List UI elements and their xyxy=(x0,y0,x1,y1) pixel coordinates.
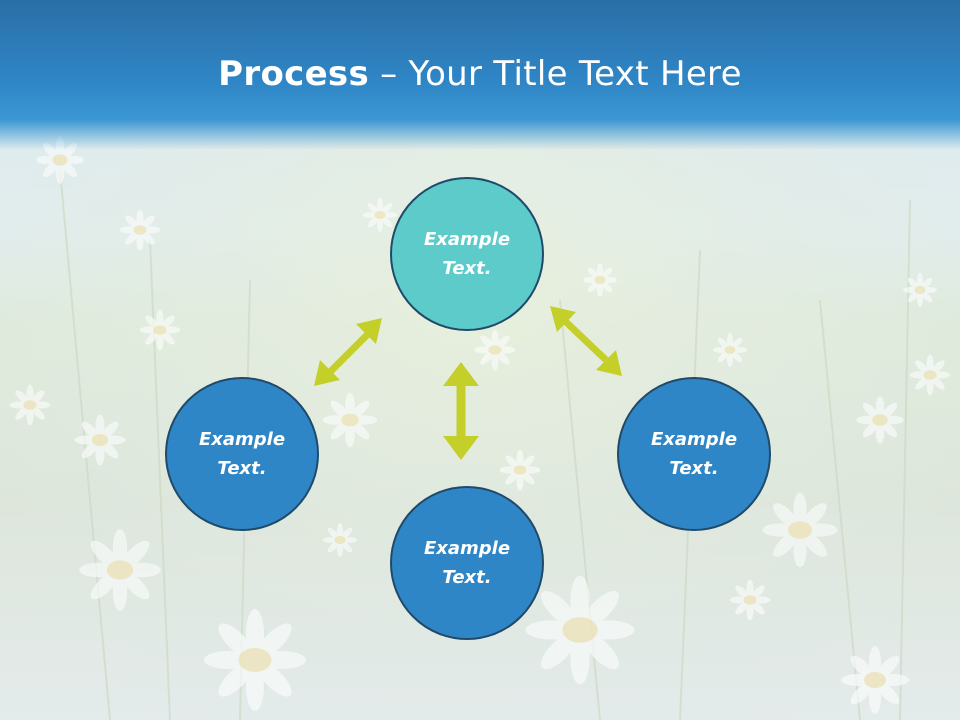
title-bar xyxy=(0,0,960,150)
node-label-top: Example Text. xyxy=(423,229,511,279)
node-label-right: Example Text. xyxy=(650,429,738,479)
process-node-left[interactable]: Example Text. xyxy=(165,377,319,531)
process-node-bottom[interactable]: Example Text. xyxy=(390,486,544,640)
process-node-top[interactable]: Example Text. xyxy=(390,177,544,331)
title-bold: Process xyxy=(218,54,370,94)
node-label-left: Example Text. xyxy=(198,429,286,479)
double-arrow-left xyxy=(314,318,382,386)
process-node-right[interactable]: Example Text. xyxy=(617,377,771,531)
slide-title: Process – Your Title Text Here xyxy=(0,52,960,96)
double-arrow-right xyxy=(550,306,622,376)
title-rest: – Your Title Text Here xyxy=(369,54,742,94)
node-label-bottom: Example Text. xyxy=(423,538,511,588)
double-arrow-vertical xyxy=(443,362,479,460)
